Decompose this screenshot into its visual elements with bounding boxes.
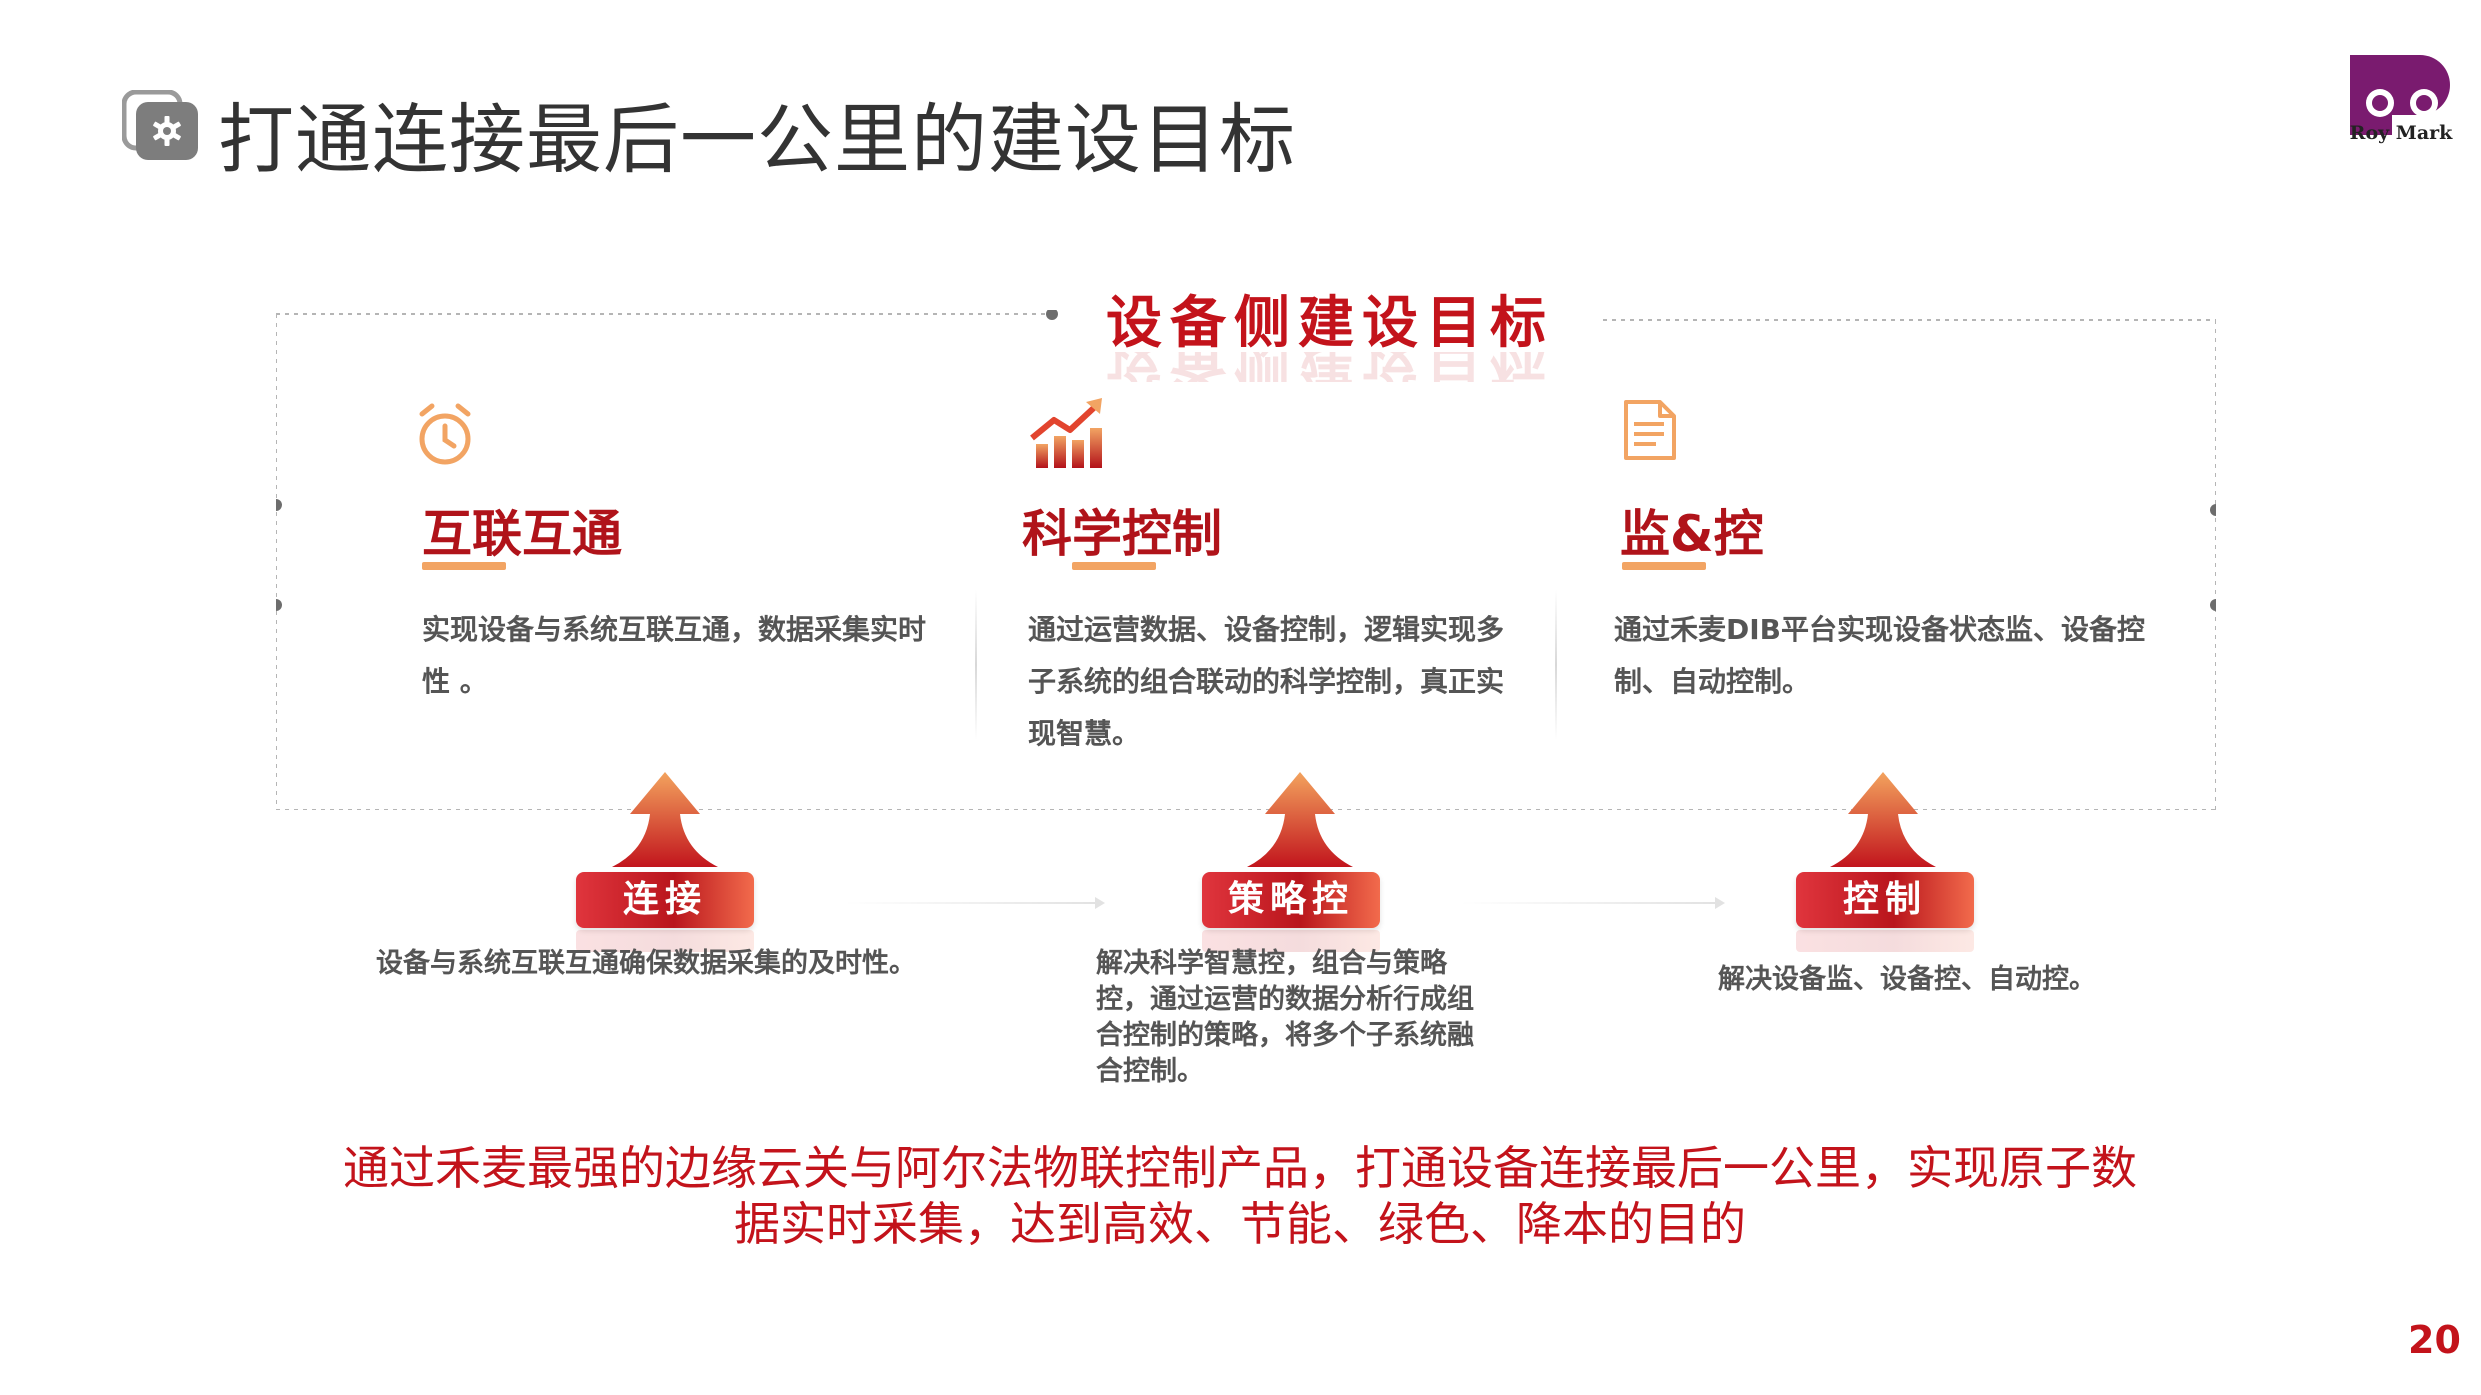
page-number: 20 <box>2408 1318 2461 1362</box>
column-underline <box>422 562 506 570</box>
summary-line-2: 据实时采集，达到高效、节能、绿色、降本的目的 <box>734 1197 1746 1251</box>
step-badge-control: 控制 <box>1796 872 1974 928</box>
column-divider <box>1555 590 1557 740</box>
up-arrow-icon <box>612 772 718 867</box>
summary-text: 通过禾麦最强的边缘云关与阿尔法物联控制产品，打通设备连接最后一公里，实现原子数 … <box>300 1140 2180 1252</box>
step-desc-connect: 设备与系统互联互通确保数据采集的及时性。 <box>376 948 916 979</box>
step-badge-connect: 连接 <box>576 872 754 928</box>
connector-arrowhead <box>1095 897 1105 909</box>
alarm-clock-icon <box>419 403 471 465</box>
column-underline <box>1622 562 1706 570</box>
gear-icon <box>122 90 198 160</box>
connector-arrowhead <box>1715 897 1725 909</box>
column-title-interconnect: 互联互通 <box>422 505 622 563</box>
document-icon <box>1624 400 1676 460</box>
step-badge-reflection <box>1202 930 1380 952</box>
column-underline <box>1072 562 1156 570</box>
column-divider <box>975 590 977 740</box>
step-desc-strategy: 解决科学智慧控，组合与策略控，通过运营的数据分析行成组合控制的策略，将多个子系统… <box>1096 948 1474 1087</box>
section-title-reflection: 设备侧建设目标 <box>1060 352 1600 382</box>
rising-chart-icon <box>1030 398 1102 468</box>
step-badge-reflection <box>576 930 754 952</box>
column-desc-scientific-control: 通过运营数据、设备控制，逻辑实现多子系统的组合联动的科学控制，真正实现智慧。 <box>1028 613 1505 750</box>
column-title-monitor-control: 监&控 <box>1620 505 1764 563</box>
step-badge-reflection <box>1796 930 1974 952</box>
summary-line-1: 通过禾麦最强的边缘云关与阿尔法物联控制产品，打通设备连接最后一公里，实现原子数 <box>343 1141 2137 1195</box>
roy-mark-logo <box>2350 55 2450 135</box>
section-title: 设备侧建设目标 <box>1060 278 1600 359</box>
step-desc-control: 解决设备监、设备控、自动控。 <box>1718 964 2096 995</box>
logo-text: Roy Mark <box>2349 122 2453 144</box>
page-title: 打通连接最后一公里的建设目标 <box>218 95 1296 184</box>
up-arrow-icon <box>1830 772 1936 867</box>
column-title-scientific-control: 科学控制 <box>1022 505 1222 563</box>
column-desc-monitor-control: 通过禾麦DIB平台实现设备状态监、设备控制、自动控制。 <box>1614 613 2146 698</box>
step-badge-strategy: 策略控 <box>1202 872 1380 928</box>
step-connector <box>845 902 1095 904</box>
step-connector <box>1460 902 1715 904</box>
column-desc-interconnect: 实现设备与系统互联互通，数据采集实时性 。 <box>422 613 927 698</box>
up-arrow-icon <box>1247 772 1353 867</box>
